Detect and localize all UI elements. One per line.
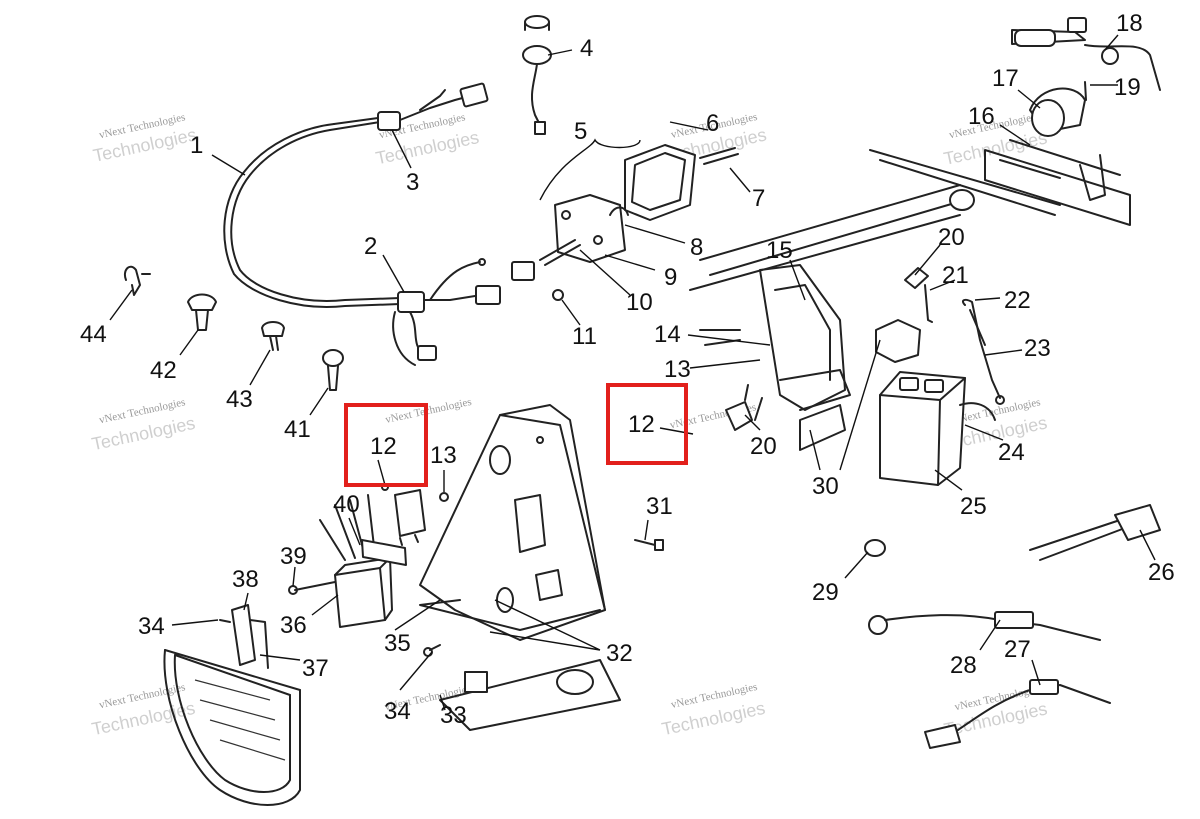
callout-35[interactable]: 35	[384, 630, 411, 657]
callout-13-right[interactable]: 13	[664, 356, 691, 383]
part-20-21	[725, 267, 933, 431]
callout-25[interactable]: 25	[960, 493, 987, 520]
callout-12-left[interactable]: 12	[370, 433, 397, 460]
callout-30[interactable]: 30	[812, 473, 839, 500]
callout-36[interactable]: 36	[280, 612, 307, 639]
callout-31[interactable]: 31	[646, 493, 673, 520]
callout-41[interactable]: 41	[284, 416, 311, 443]
callout-27[interactable]: 27	[1004, 636, 1031, 663]
battery-cables	[959, 298, 1005, 421]
callout-6[interactable]: 6	[706, 110, 719, 137]
main-frame	[689, 139, 1131, 451]
callout-16[interactable]: 16	[968, 103, 995, 130]
coil-regulator	[294, 489, 426, 628]
callout-3[interactable]: 3	[406, 169, 419, 196]
callout-44[interactable]: 44	[80, 321, 107, 348]
callout-26[interactable]: 26	[1148, 559, 1175, 586]
callout-38[interactable]: 38	[232, 566, 259, 593]
callout-32[interactable]: 32	[606, 640, 633, 667]
callout-4[interactable]: 4	[580, 35, 593, 62]
callout-43[interactable]: 43	[226, 386, 253, 413]
callout-9[interactable]: 9	[664, 264, 677, 291]
highlight-box-12-right	[606, 383, 688, 465]
small-clips	[124, 265, 344, 391]
callout-40[interactable]: 40	[333, 491, 360, 518]
callout-20-top[interactable]: 20	[938, 224, 965, 251]
callout-34-left[interactable]: 34	[138, 613, 165, 640]
callout-7[interactable]: 7	[752, 185, 765, 212]
callout-10[interactable]: 10	[626, 289, 653, 316]
callout-8[interactable]: 8	[690, 234, 703, 261]
callout-28[interactable]: 28	[950, 652, 977, 679]
callout-15[interactable]: 15	[766, 237, 793, 264]
callout-17[interactable]: 17	[992, 65, 1019, 92]
center-plate	[419, 404, 621, 731]
callout-33[interactable]: 33	[440, 702, 467, 729]
battery	[875, 319, 966, 486]
callout-19[interactable]: 19	[1114, 74, 1141, 101]
callout-29[interactable]: 29	[812, 579, 839, 606]
callout-18[interactable]: 18	[1116, 10, 1143, 37]
highlight-boxes	[344, 383, 688, 487]
callout-37[interactable]: 37	[302, 655, 329, 682]
callout-42[interactable]: 42	[150, 357, 177, 384]
callout-13-left[interactable]: 13	[430, 442, 457, 469]
callout-2[interactable]: 2	[364, 233, 377, 260]
callout-11[interactable]: 11	[572, 323, 597, 350]
leader-lines	[109, 34, 1156, 711]
callout-12-right[interactable]: 12	[628, 411, 655, 438]
callout-14[interactable]: 14	[654, 321, 681, 348]
bumper-guard	[163, 604, 301, 806]
callout-21[interactable]: 21	[942, 262, 969, 289]
handlebar-assembly	[1011, 17, 1161, 137]
callout-39[interactable]: 39	[280, 543, 307, 570]
taillight-assembly	[511, 144, 739, 301]
callout-34-bottom[interactable]: 34	[384, 698, 411, 725]
highlight-box-12-left	[344, 403, 428, 487]
part-4-switch	[522, 15, 552, 135]
callout-23[interactable]: 23	[1024, 335, 1051, 362]
callout-5[interactable]: 5	[574, 118, 587, 145]
callout-22[interactable]: 22	[1004, 287, 1031, 314]
watermark-text: vNext Technologies	[384, 396, 473, 426]
callout-labels: 1 2 3 4 5 6 7 8 9 10 11 12 12 13 13 14 1…	[80, 10, 1175, 729]
wire-harness	[223, 82, 501, 366]
callout-24[interactable]: 24	[998, 439, 1025, 466]
callout-20-bottom[interactable]: 20	[750, 433, 777, 460]
callout-1[interactable]: 1	[190, 132, 203, 159]
